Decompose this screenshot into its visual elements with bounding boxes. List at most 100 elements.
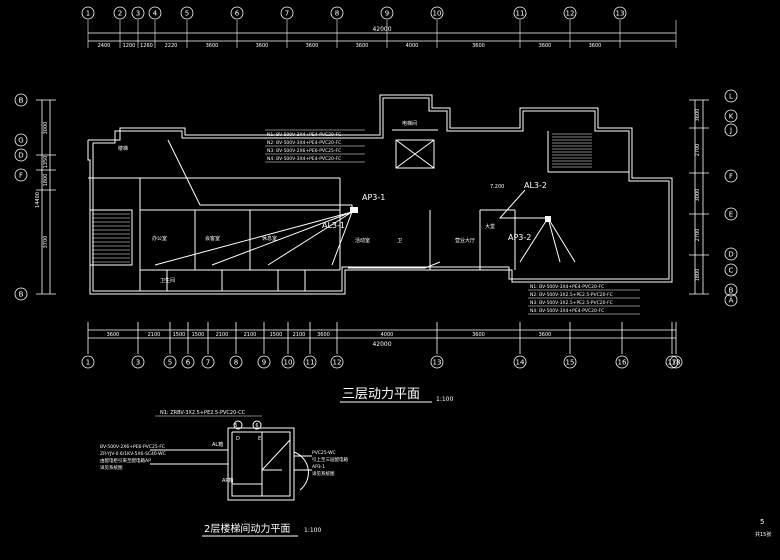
circuit-label: N2: BV-500V-3X2.5+PE2.5-PVC20-FC: [530, 292, 613, 298]
top-overall-dim: 42000: [372, 26, 391, 33]
bottom-axis-17: 17: [665, 355, 679, 369]
room-label: 休息室: [262, 235, 277, 242]
circuit-label: N1: BV-500V-3X4+PE4-PVC20-FC: [530, 284, 604, 290]
bottom-ticks: [87, 322, 677, 354]
svg-text:G: G: [18, 137, 23, 145]
room-label: 活动室: [355, 237, 370, 244]
room-label: 楼梯: [118, 145, 128, 152]
sub-note: 详见系统图: [100, 464, 123, 471]
svg-text:3: 3: [136, 359, 140, 367]
room-labels: 电梯间楼梯办公室会客室休息室卫生间活动室大堂营业大厅卫: [118, 120, 495, 284]
svg-text:1: 1: [86, 359, 90, 367]
svg-text:D: D: [728, 251, 733, 259]
top-axis-2: 2: [113, 6, 127, 20]
top-dim: 1260: [140, 43, 153, 49]
right-dim: 3000: [695, 189, 701, 202]
wiring-runs: [154, 139, 576, 269]
svg-text:5: 5: [185, 10, 189, 18]
room-label: 卫: [397, 238, 402, 244]
sub-note: PVC25-WC: [312, 450, 336, 456]
top-dim: 3600: [306, 43, 319, 49]
sub-plan: [150, 427, 312, 501]
svg-text:6: 6: [235, 10, 240, 18]
top-dim: 3600: [356, 43, 369, 49]
level-mark: 7.200: [490, 184, 504, 190]
right-dim: 1800: [695, 269, 701, 282]
svg-text:B: B: [729, 287, 734, 295]
bottom-axis-5: 5: [163, 355, 177, 369]
bottom-axis-9: 9: [257, 355, 271, 369]
room-label: 营业大厅: [455, 237, 475, 244]
right-dim: 2700: [695, 229, 701, 242]
right-axis-F: F: [724, 169, 738, 183]
svg-text:8: 8: [234, 359, 238, 367]
circuit-legend-right: N1: BV-500V-3X4+PE4-PVC20-FC N2: BV-500V-…: [530, 284, 613, 314]
svg-text:17: 17: [668, 359, 677, 367]
panel-label: AP3-2: [508, 233, 531, 242]
bottom-dim: 3600: [107, 332, 120, 338]
sheet-total: 共15张: [755, 531, 771, 538]
svg-text:F: F: [729, 173, 733, 181]
sub-label: D: [236, 436, 240, 442]
room-label: 大堂: [485, 223, 495, 230]
svg-text:6: 6: [186, 359, 191, 367]
bottom-axis-16: 16: [615, 355, 629, 369]
top-axis-10: 10: [430, 6, 444, 20]
bottom-axis-12: 12: [330, 355, 344, 369]
bottom-axis-10: 10: [281, 355, 295, 369]
bottom-dim: 3600: [317, 332, 330, 338]
right-axis-L: L: [724, 89, 738, 103]
sub-note: 详见系统图: [312, 470, 335, 477]
left-dim: 3000: [43, 122, 49, 135]
svg-text:J: J: [729, 127, 732, 135]
top-axis-7: 7: [280, 6, 294, 20]
top-dim: 3600: [256, 43, 269, 49]
bottom-dim: 2100: [293, 332, 306, 338]
svg-text:B: B: [19, 291, 24, 299]
sub-label: AL箱: [212, 441, 223, 448]
top-axis-4: 4: [148, 6, 162, 20]
sub-circuit: N1: ZRBV-3X2.5+PE2.5-PVC20-CC: [160, 410, 246, 416]
svg-text:F: F: [19, 172, 23, 180]
sub-note: AP3-1: [312, 464, 325, 470]
top-axis-13: 13: [613, 6, 627, 20]
sub-scale: 1:100: [304, 527, 321, 534]
right-axis-A: A: [724, 293, 738, 307]
bottom-dim: 2100: [216, 332, 229, 338]
sub-note: 引上至三层配电箱: [312, 456, 348, 463]
top-dim: 1200: [123, 43, 136, 49]
svg-text:12: 12: [333, 359, 342, 367]
left-dim-text: 3000 1350 1800 3700 14400: [35, 122, 49, 249]
panel-label: AL3-2: [524, 181, 547, 190]
right-dim: 2700: [695, 144, 701, 157]
left-total-dim: 14400: [35, 192, 41, 208]
svg-text:3: 3: [136, 10, 140, 18]
svg-text:7: 7: [285, 10, 289, 18]
top-axis-11: 11: [513, 6, 527, 20]
svg-text:7: 7: [206, 359, 210, 367]
left-axis-G: G: [14, 133, 28, 147]
svg-text:15: 15: [566, 359, 575, 367]
left-dim: 1350: [43, 156, 49, 169]
top-dim: 3600: [472, 43, 485, 49]
circuit-leader-lines: [265, 129, 640, 315]
svg-text:D: D: [18, 152, 23, 160]
sub-label: 6: [255, 423, 258, 429]
svg-text:10: 10: [284, 359, 293, 367]
left-dim: 1800: [43, 174, 49, 187]
circuit-label: N1: BV-500V-3X4+PE4-PVC20-FC: [267, 132, 341, 138]
sub-title: 2层楼梯间动力平面: [204, 522, 290, 535]
right-axis-J: J: [724, 123, 738, 137]
bottom-axis-18: 18: [669, 355, 683, 369]
left-dim: 3700: [43, 236, 49, 249]
top-axis-6: 6: [230, 6, 244, 20]
svg-text:2: 2: [118, 10, 122, 18]
top-axis-8: 8: [330, 6, 344, 20]
floor-plan: [87, 94, 673, 295]
